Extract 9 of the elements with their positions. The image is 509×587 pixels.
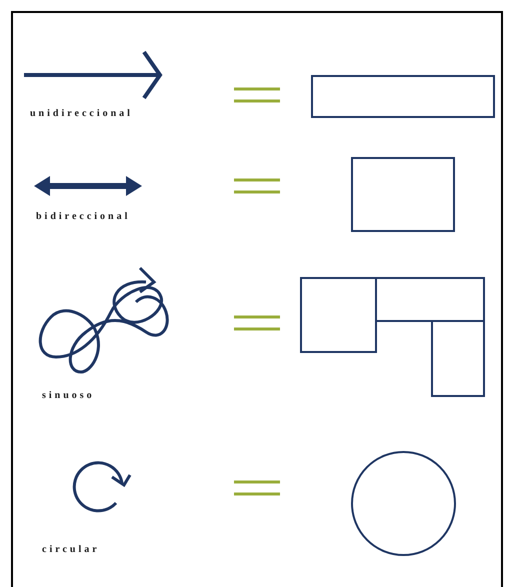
rectangle-shape xyxy=(300,277,377,353)
caption-label: sinuoso xyxy=(42,389,95,403)
caption-label: bidireccional xyxy=(36,210,130,224)
caption-label: circular xyxy=(42,543,100,557)
rectangle-shape xyxy=(311,75,495,118)
rectangle-shape xyxy=(431,320,485,397)
caption-label: unidireccional xyxy=(30,107,133,121)
rectangle-shape xyxy=(375,277,485,322)
rectangle-shape xyxy=(351,157,455,232)
